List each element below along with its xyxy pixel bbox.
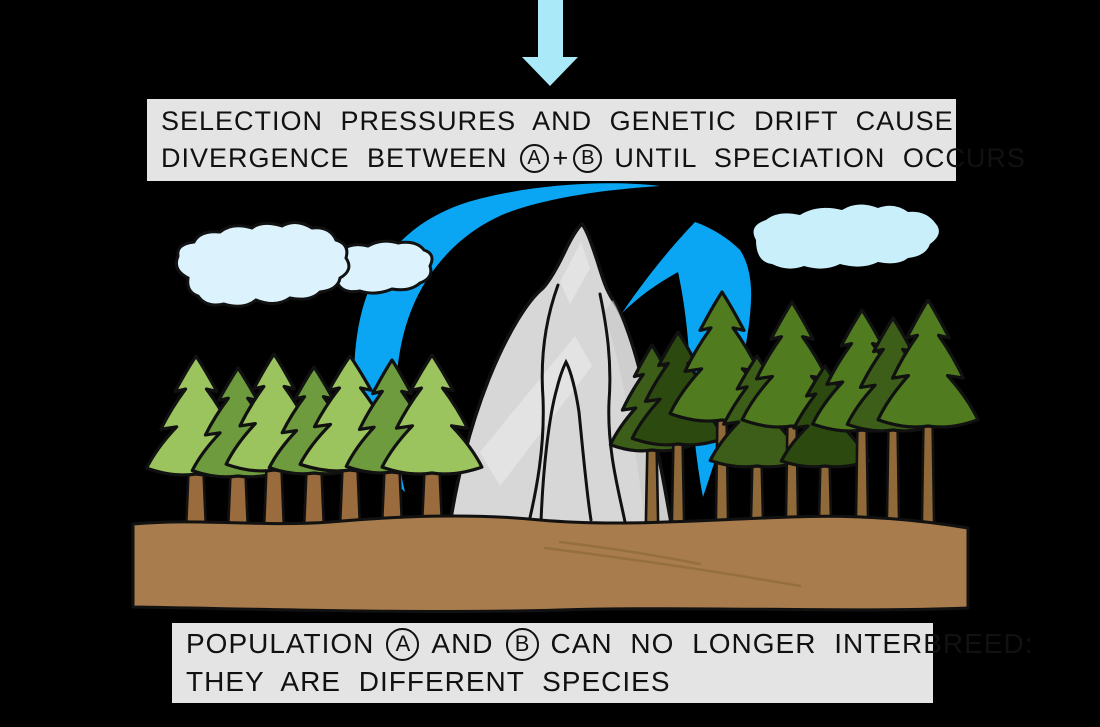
plus-sign: +: [552, 143, 570, 173]
tree-trunk: [714, 408, 730, 530]
mountain-highlight: [480, 336, 592, 486]
caption-text: SELECTION PRESSURES AND GENETIC DRIFT CA…: [161, 106, 954, 136]
top-caption-box: SELECTION PRESSURES AND GENETIC DRIFT CA…: [147, 99, 1025, 181]
tree-canopy: [876, 298, 980, 429]
tree-trunk: [920, 414, 936, 532]
caption-text: CAN NO LONGER INTERBREED:: [550, 628, 1034, 659]
caption-text: DIVERGENCE BETWEEN: [161, 143, 508, 173]
population-b-badge: B: [573, 144, 603, 173]
population-a-badge: A: [519, 144, 549, 173]
tree-trunk: [885, 418, 901, 530]
caption-text: UNTIL SPECIATION OCCURS: [614, 143, 1026, 173]
mountain-highlight-2: [560, 242, 590, 304]
forest-right: [608, 290, 980, 532]
ground: [131, 514, 970, 614]
down-arrow-icon: [522, 0, 578, 86]
cloud-left: [174, 221, 351, 308]
forest-left: [145, 352, 484, 532]
cloud-right: [753, 204, 939, 269]
bottom-caption-line-1: POPULATION A AND B CAN NO LONGER INTERBR…: [186, 625, 1032, 663]
top-caption-line-2: DIVERGENCE BETWEEN A + B UNTIL SPECIATIO…: [161, 140, 1025, 177]
tree-trunk: [854, 418, 870, 530]
population-b-badge: B: [505, 627, 539, 661]
caption-text: POPULATION: [186, 628, 375, 659]
cloud-left-small: [331, 239, 434, 295]
tree-trunk: [670, 432, 686, 530]
mountain: [448, 222, 673, 533]
bottom-caption-box: POPULATION A AND B CAN NO LONGER INTERBR…: [172, 623, 1032, 703]
population-badges: A + B: [519, 140, 603, 177]
tree-trunk: [644, 438, 660, 530]
bottom-caption-line-2: THEY ARE DIFFERENT SPECIES: [186, 663, 933, 701]
caption-text: THEY ARE DIFFERENT SPECIES: [186, 666, 671, 697]
tree-trunk: [784, 414, 800, 530]
tree-canopy: [380, 353, 484, 476]
caption-text: AND: [431, 628, 494, 659]
population-a-badge: A: [386, 627, 420, 661]
top-caption-line-1: SELECTION PRESSURES AND GENETIC DRIFT CA…: [161, 103, 956, 140]
